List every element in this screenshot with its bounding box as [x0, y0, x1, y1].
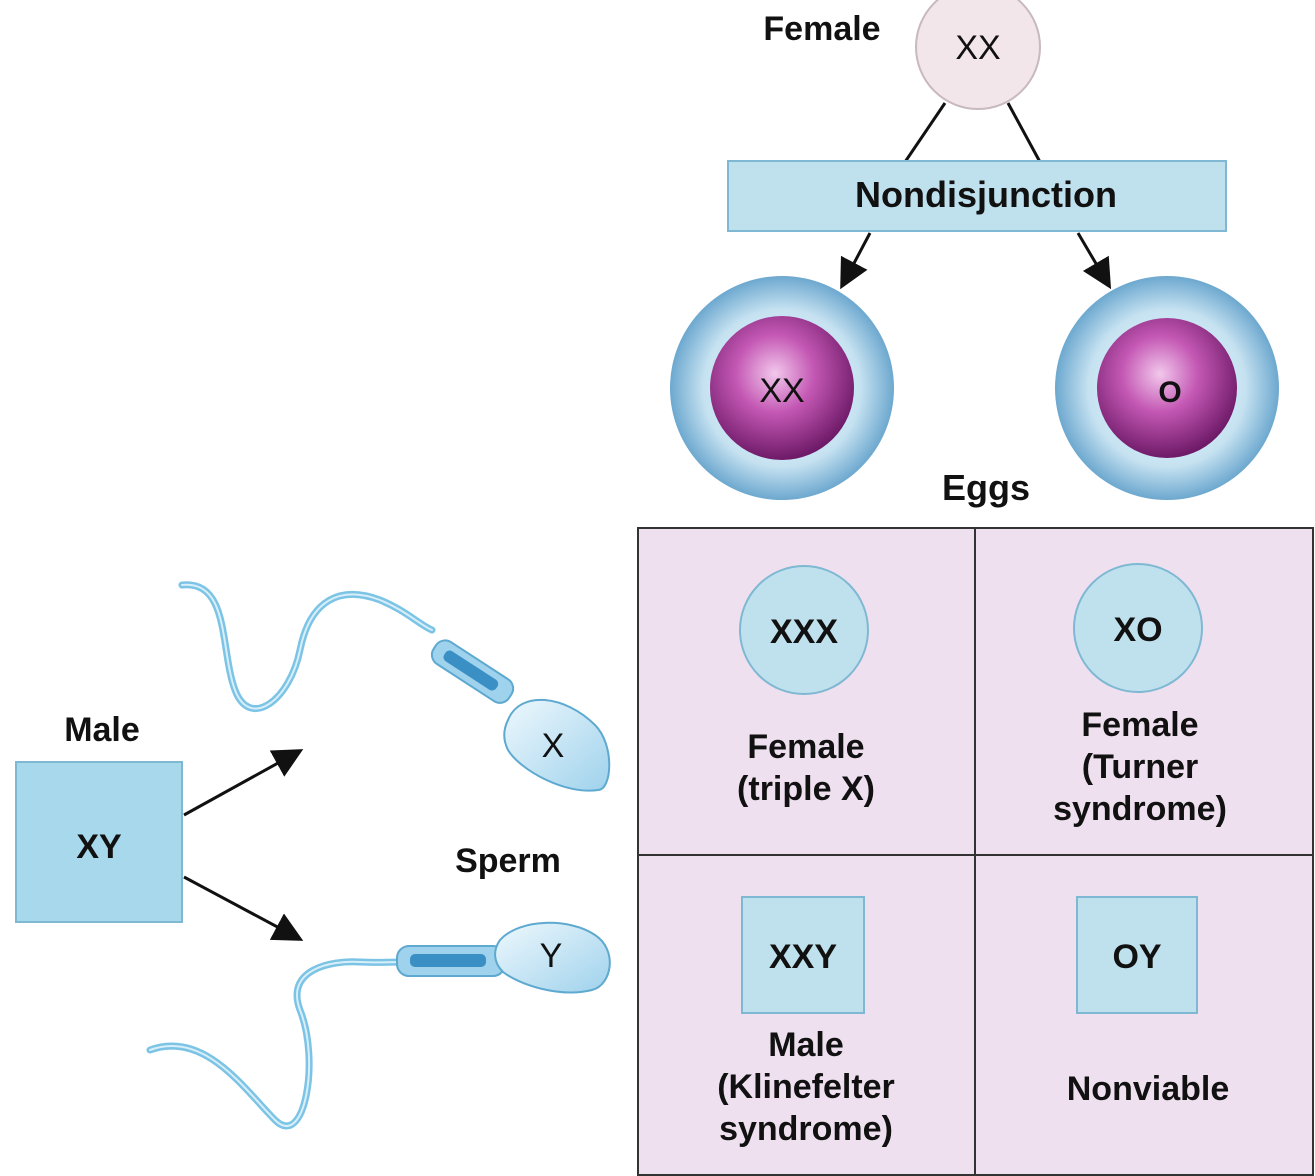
xo-line-1: Female: [1081, 706, 1198, 744]
sperm-x-tail: [182, 585, 432, 709]
female-line-left: [905, 103, 945, 162]
xo-genotype: XO: [1113, 611, 1162, 649]
female-label: Female: [763, 10, 880, 48]
oy-line-1: Nonviable: [1067, 1070, 1229, 1108]
arrow-to-egg-xx: [843, 233, 870, 284]
arrow-to-egg-o: [1078, 233, 1108, 284]
sperm-x: X: [182, 585, 609, 791]
male-genotype: XY: [76, 828, 122, 866]
sperm-label: Sperm: [455, 842, 561, 880]
xxy-line-1: Male: [768, 1026, 844, 1064]
xxy-genotype: XXY: [769, 938, 837, 976]
sperm-x-label: X: [542, 727, 565, 765]
male-label: Male: [64, 711, 140, 749]
arrow-to-sperm-x: [184, 752, 298, 815]
xxy-line-3: syndrome): [719, 1110, 893, 1148]
female-line-right: [1008, 103, 1040, 162]
xo-line-3: syndrome): [1053, 790, 1227, 828]
xxx-line-2: (triple X): [737, 770, 875, 808]
sperm-y-label: Y: [540, 937, 563, 975]
eggs-label: Eggs: [942, 467, 1030, 508]
egg-xx-genotype: XX: [759, 372, 804, 410]
xo-line-2: (Turner: [1082, 748, 1198, 786]
female-genotype: XX: [955, 29, 1000, 67]
xxx-genotype: XXX: [770, 613, 838, 651]
arrow-to-sperm-y: [184, 877, 298, 938]
xxx-line-1: Female: [747, 728, 864, 766]
egg-xx: XX: [670, 276, 894, 500]
egg-o: O: [1055, 276, 1279, 500]
nondisjunction-label: Nondisjunction: [855, 174, 1117, 215]
egg-o-genotype: O: [1158, 376, 1181, 409]
oy-genotype: OY: [1112, 938, 1161, 976]
sperm-y-tail: [150, 962, 405, 1126]
sperm-y: Y: [150, 923, 610, 1126]
xxy-line-2: (Klinefelter: [717, 1068, 895, 1106]
